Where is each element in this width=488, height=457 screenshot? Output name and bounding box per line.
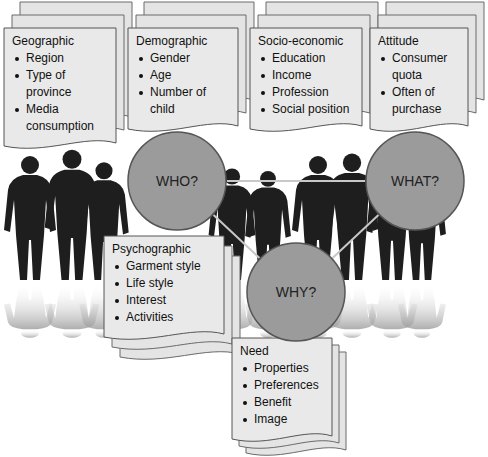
note-heading: Demographic xyxy=(136,33,232,50)
bullet-text: Education xyxy=(272,51,325,65)
note-content: Socio-economicEducationIncomeProfessionS… xyxy=(250,28,362,118)
bullet-row: Type of province xyxy=(12,67,110,101)
connector-line xyxy=(227,180,365,182)
bullet-dot xyxy=(261,74,265,78)
bullet-row: Benefit xyxy=(240,394,326,411)
bullet-text: Profession xyxy=(272,85,329,99)
circle-label: WHAT? xyxy=(391,173,439,189)
front-sheet xyxy=(4,28,116,148)
stacked-note: NeedPropertiesPreferencesBenefitImage xyxy=(232,338,332,442)
bullet-row: Activities xyxy=(112,309,218,326)
note-content: DemographicGenderAgeNumber of child xyxy=(128,28,238,118)
bullet-text: Social position xyxy=(272,102,349,116)
note-heading: Need xyxy=(240,343,326,360)
bullet-row: Income xyxy=(258,67,356,84)
front-sheet xyxy=(104,236,224,339)
front-sheet xyxy=(128,28,238,131)
bullet-row: Interest xyxy=(112,292,218,309)
bullet-text: Activities xyxy=(126,310,173,324)
bullet-dot xyxy=(139,57,143,61)
bullet-dot xyxy=(261,108,265,112)
bullet-dot xyxy=(115,299,119,303)
bullet-row: Properties xyxy=(240,360,326,377)
bullet-text: Interest xyxy=(126,293,166,307)
note-content: NeedPropertiesPreferencesBenefitImage xyxy=(232,338,332,428)
bullet-dot xyxy=(243,401,247,405)
bullet-text: Preferences xyxy=(254,378,319,392)
bullet-dot xyxy=(243,384,247,388)
note-heading: Socio-economic xyxy=(258,33,356,50)
stacked-note: AttitudeConsumer quotaOften of purchase xyxy=(370,28,468,132)
bullet-dot xyxy=(381,91,385,95)
note-heading: Psychographic xyxy=(112,241,218,258)
note-content: AttitudeConsumer quotaOften of purchase xyxy=(370,28,468,118)
bullet-text: Often of purchase xyxy=(392,85,441,116)
circle-outline xyxy=(247,243,345,341)
bullet-text: Number of child xyxy=(150,85,206,116)
circle-outline xyxy=(128,132,226,230)
bullet-row: Image xyxy=(240,411,326,428)
question-circle: WHO? xyxy=(127,131,227,231)
note-heading: Attitude xyxy=(378,33,462,50)
note-content: GeographicRegionType of provinceMedia co… xyxy=(4,28,116,135)
bullet-row: Region xyxy=(12,50,110,67)
bullet-row: Often of purchase xyxy=(378,84,462,118)
bullet-text: Gender xyxy=(150,51,190,65)
circle-label: WHY? xyxy=(276,284,316,300)
connector-line xyxy=(333,215,379,258)
question-circle: WHY? xyxy=(246,242,346,342)
bullet-text: Benefit xyxy=(254,395,291,409)
bullet-text: Image xyxy=(254,412,287,426)
bullet-dot xyxy=(139,74,143,78)
bullet-row: Social position xyxy=(258,101,356,118)
note-heading: Geographic xyxy=(12,33,110,50)
front-sheet xyxy=(232,338,332,441)
bullet-row: Profession xyxy=(258,84,356,101)
bullet-text: Properties xyxy=(254,361,309,375)
bullet-row: Education xyxy=(258,50,356,67)
bullet-row: Media consumption xyxy=(12,101,110,135)
bullet-text: Life style xyxy=(126,276,173,290)
bullet-row: Age xyxy=(136,67,232,84)
bullet-dot xyxy=(261,57,265,61)
stacked-note: Socio-economicEducationIncomeProfessionS… xyxy=(250,28,362,132)
bullet-text: Age xyxy=(150,68,171,82)
bullet-dot xyxy=(115,316,119,320)
bullet-text: Region xyxy=(26,51,64,65)
bullet-dot xyxy=(115,282,119,286)
bullet-row: Garment style xyxy=(112,258,218,275)
bullet-dot xyxy=(115,265,119,269)
bullet-row: Gender xyxy=(136,50,232,67)
front-sheet xyxy=(250,28,362,131)
bullet-row: Life style xyxy=(112,275,218,292)
circle-label: WHO? xyxy=(156,173,198,189)
bullet-dot xyxy=(15,74,19,78)
bullet-dot xyxy=(139,91,143,95)
bullet-dot xyxy=(381,57,385,61)
bullet-text: Media consumption xyxy=(26,102,94,133)
bullet-row: Number of child xyxy=(136,84,232,118)
stacked-note: DemographicGenderAgeNumber of child xyxy=(128,28,238,132)
bullet-dot xyxy=(243,367,247,371)
bullet-text: Garment style xyxy=(126,259,201,273)
bullet-text: Consumer quota xyxy=(392,51,447,82)
bullet-row: Preferences xyxy=(240,377,326,394)
circle-outline xyxy=(366,132,464,230)
note-content: PsychographicGarment styleLife styleInte… xyxy=(104,236,224,326)
bullet-dot xyxy=(261,91,265,95)
stacked-note: PsychographicGarment styleLife styleInte… xyxy=(104,236,224,340)
front-sheet xyxy=(370,28,468,131)
bullet-dot xyxy=(243,418,247,422)
stacked-note: GeographicRegionType of provinceMedia co… xyxy=(4,28,116,149)
question-circle: WHAT? xyxy=(365,131,465,231)
bullet-row: Consumer quota xyxy=(378,50,462,84)
bullet-text: Income xyxy=(272,68,311,82)
bullet-dot xyxy=(15,108,19,112)
bullet-dot xyxy=(15,57,19,61)
bullet-text: Type of province xyxy=(26,68,71,99)
